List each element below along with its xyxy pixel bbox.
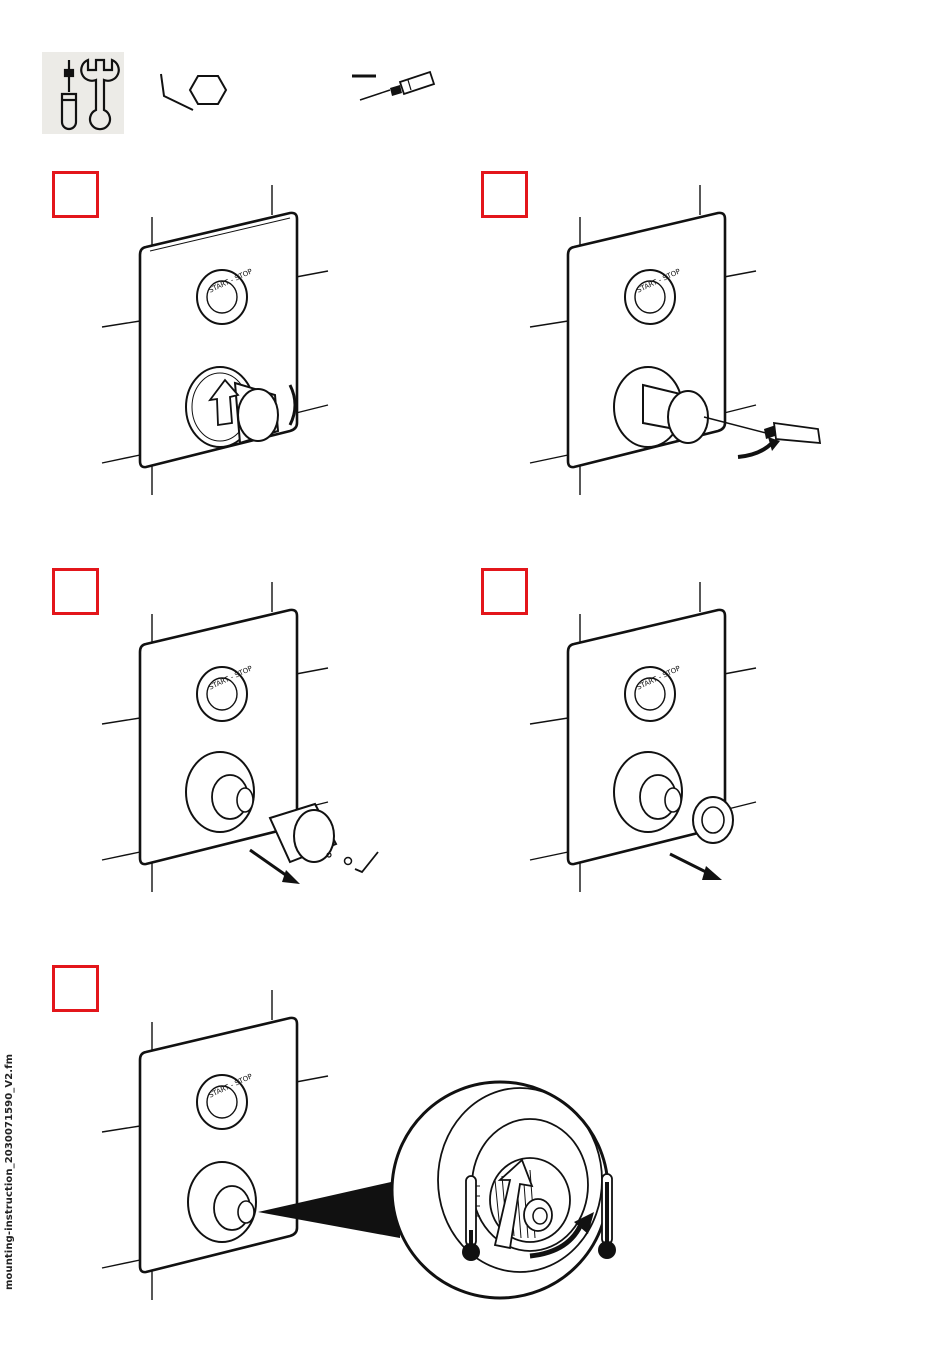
- document-filename: mounting-instruction_2030071590_V2.fm: [4, 1050, 24, 1290]
- flat-screwdriver-icon: [350, 68, 440, 106]
- step-4-box: [481, 568, 528, 615]
- step-3-figure: START - STOP: [100, 582, 400, 902]
- step-1-figure: START - STOP: [100, 185, 340, 505]
- tools-panel: [42, 52, 124, 134]
- step-5-figure: START - STOP: [100, 990, 640, 1310]
- step-3-box: [52, 568, 99, 615]
- step-1-box: [52, 171, 99, 218]
- step-2-figure: START - STOP: [528, 185, 828, 505]
- hex-key-icon: [158, 70, 230, 112]
- step-4-figure: START - STOP: [528, 582, 788, 902]
- step-2-box: [481, 171, 528, 218]
- screwdriver-wrench-icon: [42, 52, 124, 134]
- step-5-box: [52, 965, 99, 1012]
